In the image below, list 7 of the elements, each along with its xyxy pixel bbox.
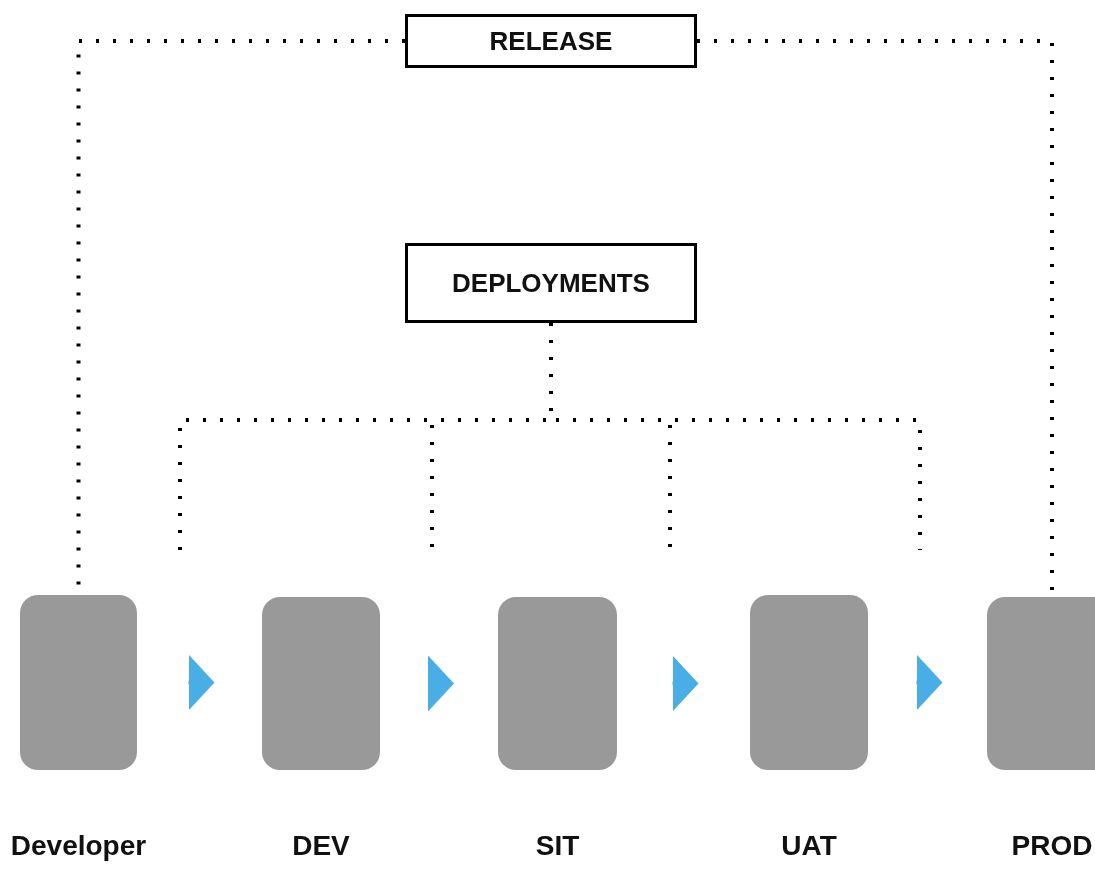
stage-label: Developer <box>10 829 147 863</box>
stage-label: SIT <box>535 829 580 863</box>
label-box: RELEASE <box>405 14 697 68</box>
label-box: DEPLOYMENTS <box>405 243 697 323</box>
stage-label: PROD <box>1011 829 1093 863</box>
stage-label: UAT <box>781 829 837 863</box>
stage-label: DEV <box>292 829 350 863</box>
